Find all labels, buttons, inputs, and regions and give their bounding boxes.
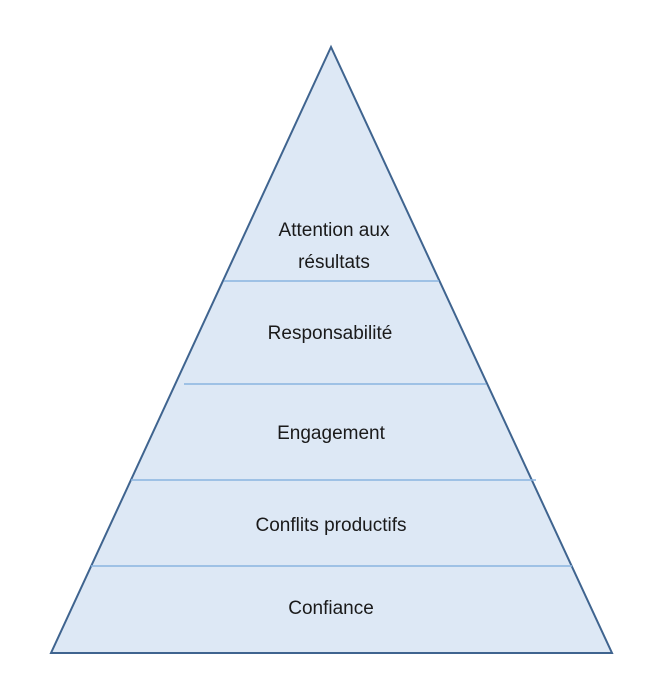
level-2-label: Responsabilité [268, 323, 393, 344]
pyramid-triangle [49, 44, 614, 654]
level-3-label: Engagement [277, 423, 385, 444]
level-1-label-line-1: Attention aux [279, 220, 390, 241]
level-1-label-line-2: résultats [298, 252, 370, 273]
level-4-label: Conflits productifs [255, 515, 406, 536]
level-5-label: Confiance [288, 598, 374, 619]
pyramid-level-5: Confiance [288, 598, 374, 619]
pyramid-level-4: Conflits productifs [255, 515, 406, 536]
pyramid-level-3: Engagement [277, 423, 385, 444]
pyramid-level-1: Attention aux résultats [279, 220, 390, 273]
pyramid-level-2: Responsabilité [268, 323, 393, 344]
